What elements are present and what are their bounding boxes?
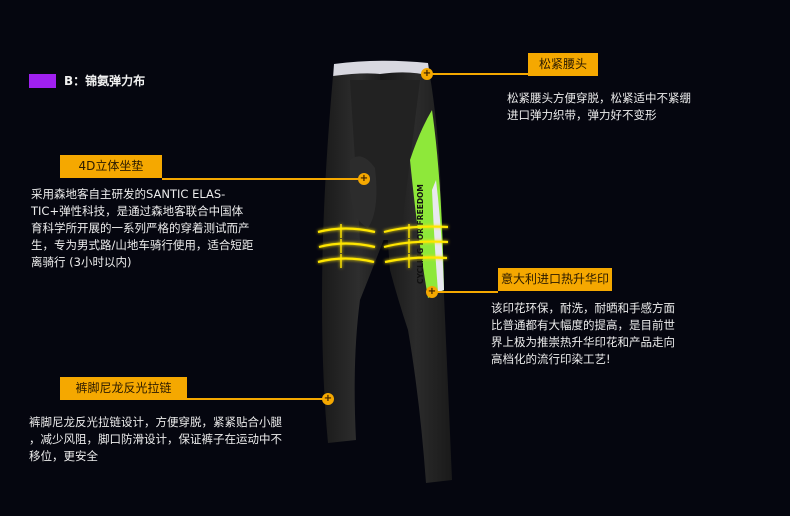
zipper-marker-icon[interactable]: + — [322, 393, 334, 405]
zipper-title-tag: 裤脚尼龙反光拉链 — [60, 377, 187, 400]
pad-title-tag: 4D立体坐垫 — [60, 155, 162, 178]
waistband-title-tag: 松紧腰头 — [528, 53, 598, 76]
zipper-description: 裤脚尼龙反光拉链设计，方便穿脱，紧紧贴合小腿 ，减少风阻，脚口防滑设计，保证裤子… — [29, 415, 282, 463]
print-title-tag: 意大利进口热升华印 — [498, 268, 612, 291]
fabric-color-swatch — [29, 73, 56, 88]
side-print-text: CYCLING FOR FREEDOM — [416, 184, 425, 284]
pad-leader-line — [162, 178, 364, 180]
compression-glow-rings — [317, 225, 449, 264]
pad-marker-icon[interactable]: + — [358, 173, 370, 185]
waistband-leader-line — [427, 73, 598, 75]
print-leader-line — [432, 291, 498, 293]
waistband-description: 松紧腰头方便穿脱，松紧适中不紧绷 进口弹力织带，弹力好不变形 — [507, 91, 691, 122]
zipper-leader-line — [187, 398, 327, 400]
fabric-legend-label: B：锦氨弹力布 — [64, 74, 146, 88]
fabric-legend: B：锦氨弹力布 — [29, 72, 145, 89]
pad-description: 采用森地客自主研发的SANTIC ELAS- TIC+弹性科技，是通过森地客联合… — [31, 187, 254, 269]
print-marker-icon[interactable]: + — [426, 286, 438, 298]
print-description: 该印花环保，耐洗，耐晒和手感方面 比普通都有大幅度的提高，是目前世 界上极为推崇… — [491, 301, 675, 366]
waistband-marker-icon[interactable]: + — [421, 68, 433, 80]
